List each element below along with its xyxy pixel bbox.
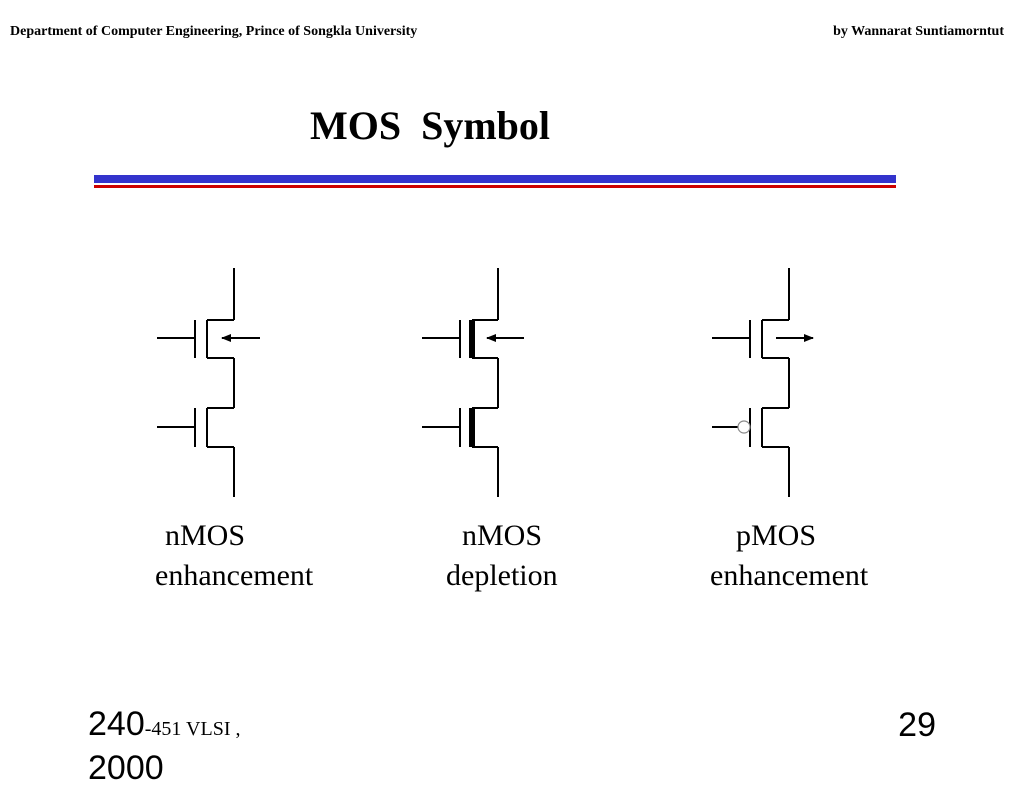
nmos-dep-upper-transistor [422,268,524,408]
label-pmos-enh-line2: enhancement [710,559,869,592]
pmos-enh-lower-transistor [712,407,790,497]
header-department: Department of Computer Engineering, Prin… [10,24,418,39]
header-author: by Wannarat Suntiamorntut [833,24,1004,39]
label-nmos-enh-line1: nMOS [165,519,246,552]
slide-title: MOS Symbol [310,103,551,148]
nmos-dep-lower-transistor [422,407,499,497]
nmos-enh-upper-transistor [157,268,260,408]
title-rule-blue [94,175,896,183]
title-rule-red [94,185,896,188]
label-nmos-enh-line2: enhancement [155,559,314,592]
page-number: 29 [898,706,936,744]
nmos-enhancement-symbol [157,268,260,497]
pmos-enh-upper-transistor [712,268,814,408]
footer-year: 2000 [88,749,164,787]
inversion-bubble [737,420,751,434]
footer-course-number: 240 [88,705,145,743]
label-nmos-dep-line2: depletion [446,559,558,592]
label-pmos-enh-line1: pMOS [736,519,817,552]
nmos-enh-lower-transistor [157,407,235,497]
nmos-depletion-symbol [422,268,524,497]
footer-course-name: -451 VLSI , [144,718,241,740]
mos-symbols-diagram [157,268,814,497]
label-nmos-dep-line1: nMOS [462,519,543,552]
footer-course: 240-451 VLSI , [88,700,240,753]
pmos-enhancement-symbol [712,268,814,497]
